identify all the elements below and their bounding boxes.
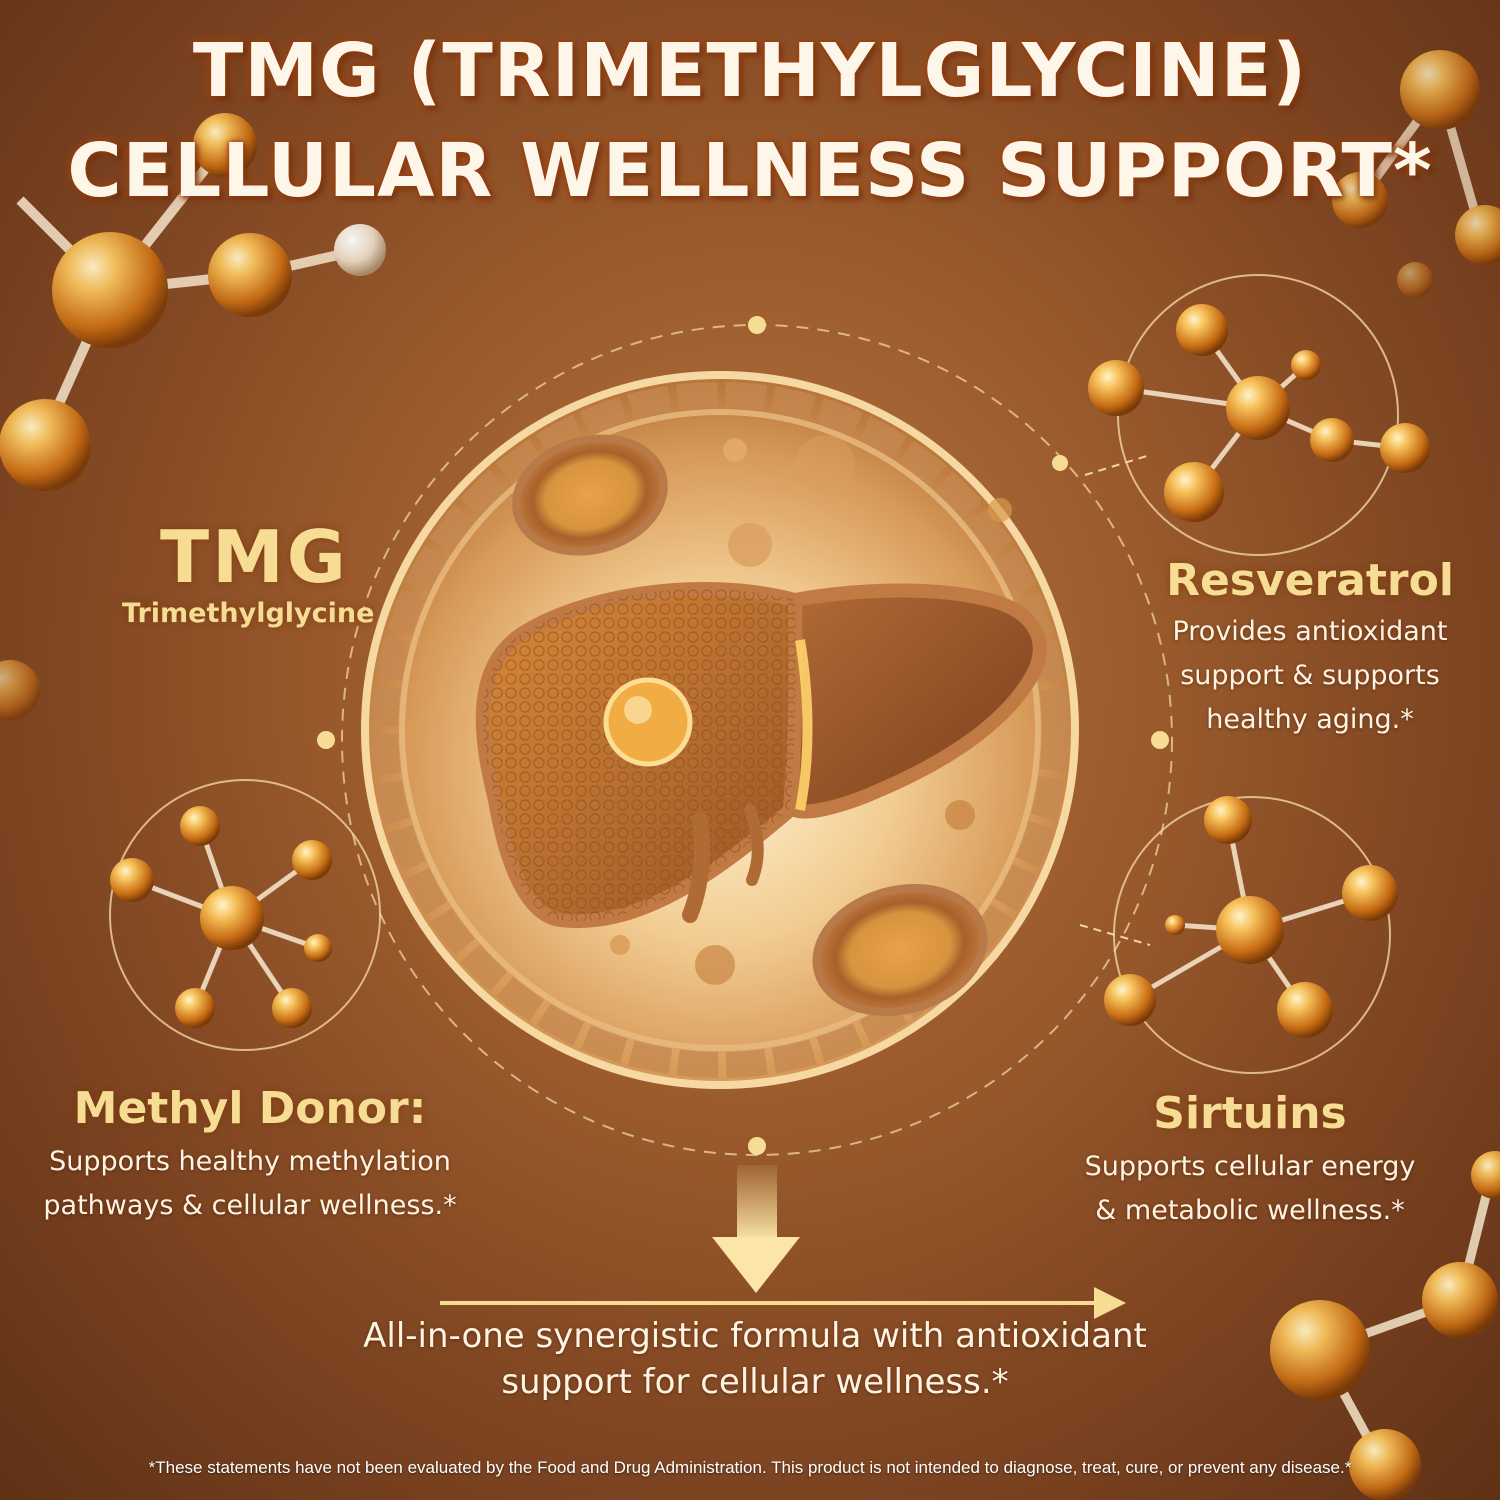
methyl-donor-desc-1: Supports healthy methylation (49, 1146, 451, 1177)
arrow-right-icon (440, 1287, 1126, 1319)
sirtuins-desc-1: Supports cellular energy (1084, 1151, 1416, 1182)
sirtuins-desc-2: & metabolic wellness.* (1095, 1195, 1405, 1226)
arrow-down-icon (712, 1165, 800, 1293)
resveratrol-desc-2: support & supports (1180, 660, 1440, 691)
resveratrol-heading: Resveratrol (1166, 555, 1454, 606)
resveratrol-desc-1: Provides antioxidant (1172, 616, 1448, 647)
corner-molecule-top-right (1332, 50, 1500, 298)
corner-molecule-top-left (0, 113, 386, 491)
resveratrol-block: Resveratrol Provides antioxidant support… (1120, 555, 1500, 742)
sirtuins-block: Sirtuins Supports cellular energy & meta… (1040, 1088, 1460, 1233)
page-title-line-2: CELLULAR WELLNESS SUPPORT* (67, 128, 1433, 214)
molecule-icon-resveratrol (1088, 274, 1430, 556)
sirtuins-heading: Sirtuins (1153, 1088, 1347, 1139)
formula-line-2: support for cellular wellness.* (501, 1362, 1009, 1402)
corner-molecule-bottom-right (1270, 1151, 1500, 1500)
tmg-subheading: Trimethylglycine (122, 598, 375, 629)
molecule-icon-methyl-donor (109, 779, 381, 1051)
formula-statement: All-in-one synergistic formula with anti… (200, 1313, 1310, 1405)
methyl-donor-block: Methyl Donor: Supports healthy methylati… (0, 1083, 500, 1228)
methyl-donor-heading: Methyl Donor: (73, 1083, 427, 1134)
fda-disclaimer: *These statements have not been evaluate… (148, 1458, 1352, 1477)
methyl-donor-desc-2: pathways & cellular wellness.* (43, 1190, 457, 1221)
resveratrol-desc-3: healthy aging.* (1206, 704, 1414, 735)
liver-icon (475, 582, 1047, 929)
tmg-heading: TMG (160, 515, 349, 599)
molecule-icon-sirtuins (1104, 796, 1398, 1074)
formula-line-1: All-in-one synergistic formula with anti… (363, 1316, 1147, 1356)
page-title-line-1: TMG (TRIMETHYLGLYCINE) (192, 28, 1308, 114)
